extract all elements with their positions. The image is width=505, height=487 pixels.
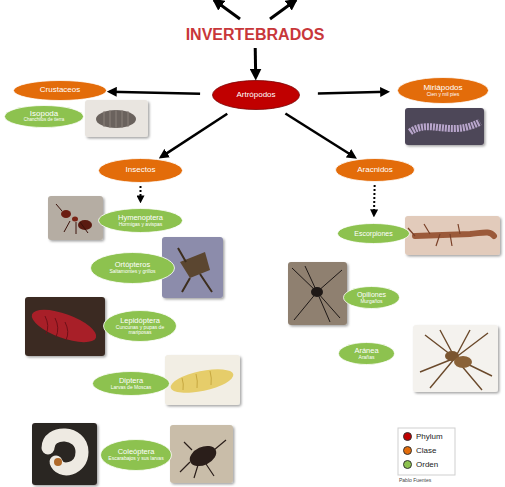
spider-photo: [413, 325, 498, 392]
arrow-connector: [373, 185, 376, 215]
author-credit: Pablo Fuentes: [399, 477, 431, 483]
node-title: Hymenoptera: [118, 214, 163, 222]
node-subtitle: Murgaños: [360, 299, 382, 304]
node-subtitle: Chanchitos de tierra: [24, 118, 64, 123]
ellipse-fill: [14, 81, 107, 101]
ellipse-shape: [343, 286, 428, 318]
ellipse-fill: [338, 224, 410, 244]
node-title: INVERTEBRADOS: [186, 27, 325, 44]
node-title: Insectos: [126, 166, 156, 174]
node-title: Coleóptera: [118, 448, 155, 456]
node-subtitle: Arañas: [359, 355, 375, 360]
arrow-connector: [161, 114, 227, 157]
taxon-ellipse: OpilionesMurgaños: [343, 286, 400, 309]
node-title: Diptera: [119, 377, 143, 385]
legend-item: Orden: [403, 460, 438, 469]
taxon-ellipse: DipteraLarvas de Moscas: [92, 371, 170, 396]
legend-text: Clase: [416, 446, 436, 455]
pupa-photo: [25, 297, 105, 356]
top-arrow: [214, 0, 240, 19]
ellipse-fill: [101, 440, 172, 471]
node-subtitle: Cien y mil pies: [427, 92, 460, 97]
ellipse-shape: [13, 80, 163, 102]
ellipse-fill: [5, 106, 84, 128]
ellipse-fill: [398, 78, 489, 104]
beetle-photo: [170, 425, 233, 483]
ellipse-fill: [99, 159, 183, 183]
node-title: Escorpiones: [354, 230, 393, 237]
ellipse-fill: [93, 372, 170, 396]
harvestman-photo: [288, 262, 347, 325]
node-subtitle: Saltamontes y grillos: [109, 269, 155, 274]
arrow-connector: [285, 114, 354, 158]
ant-photo: [48, 196, 103, 240]
taxon-ellipse: IsopodaChanchitos de tierra: [4, 105, 84, 128]
larva-photo: [165, 355, 240, 405]
taxon-ellipse: Escorpiones: [337, 223, 410, 244]
taxon-ellipse: MiriápodosCien y mil pies: [397, 77, 489, 104]
arrow-connector: [140, 186, 142, 201]
node-title: Isopoda: [30, 110, 58, 118]
node-subtitle: Hormigas y avispas: [119, 222, 163, 227]
taxon-ellipse: Crustaceos: [13, 80, 107, 101]
taxon-ellipse: ColeópteraEscarabajos y sus larvas: [100, 439, 172, 471]
top-arrow: [270, 0, 296, 19]
node-title: Artrópodos: [236, 91, 275, 99]
node-title: Aránea: [354, 347, 378, 355]
legend-swatch: [403, 460, 412, 469]
arrow-connector: [110, 92, 200, 94]
legend-swatch: [403, 432, 412, 441]
node-subtitle: Escarabajos y sus larvas: [108, 456, 163, 461]
node-subtitle: Larvas de Moscas: [111, 385, 152, 390]
ellipse-fill: [339, 343, 395, 365]
arrow-connector: [318, 92, 387, 94]
taxon-ellipse: Aracnidos: [335, 158, 415, 182]
legend-swatch: [403, 446, 412, 455]
taxon-ellipse: Insectos: [98, 158, 183, 183]
legend-frame: [398, 428, 455, 475]
heading-node: INVERTEBRADOS: [180, 24, 330, 46]
node-title: Lepidóptera: [120, 317, 160, 325]
node-title: Opiliones: [357, 291, 386, 298]
ellipse-fill: [99, 209, 183, 233]
node-title: Ortópteros: [115, 261, 150, 269]
node-title: Miriápodos: [423, 84, 462, 92]
taxon-ellipse: HymenopteraHormigas y avispas: [98, 208, 183, 233]
node-title: Aracnidos: [357, 166, 393, 174]
millipede-photo: [405, 108, 484, 145]
ellipse-fill: [213, 81, 300, 110]
legend-item: Clase: [403, 446, 436, 455]
ellipse-fill: [91, 253, 175, 284]
taxon-ellipse: Artrópodos: [212, 80, 300, 110]
legend-item: Phylum: [403, 432, 443, 441]
ellipse-fill: [104, 311, 177, 342]
ellipse-fill: [344, 287, 400, 309]
node-title: Crustaceos: [40, 86, 80, 94]
scorpion-photo: [405, 216, 500, 255]
taxon-ellipse: AráneaArañas: [338, 342, 395, 365]
taxon-ellipse: OrtópterosSaltamontes y grillos: [90, 252, 175, 284]
taxon-ellipse: LepidópteraCuncunas y pupas de mariposas: [103, 310, 177, 342]
legend-text: Orden: [416, 460, 438, 469]
arrow-connector: [254, 48, 257, 77]
node-subtitle: Cuncunas y pupas de mariposas: [111, 325, 170, 336]
isopod-photo: [85, 100, 148, 137]
legend-text: Phylum: [416, 432, 443, 441]
ellipse-fill: [336, 159, 415, 182]
grub-photo: [32, 423, 97, 485]
